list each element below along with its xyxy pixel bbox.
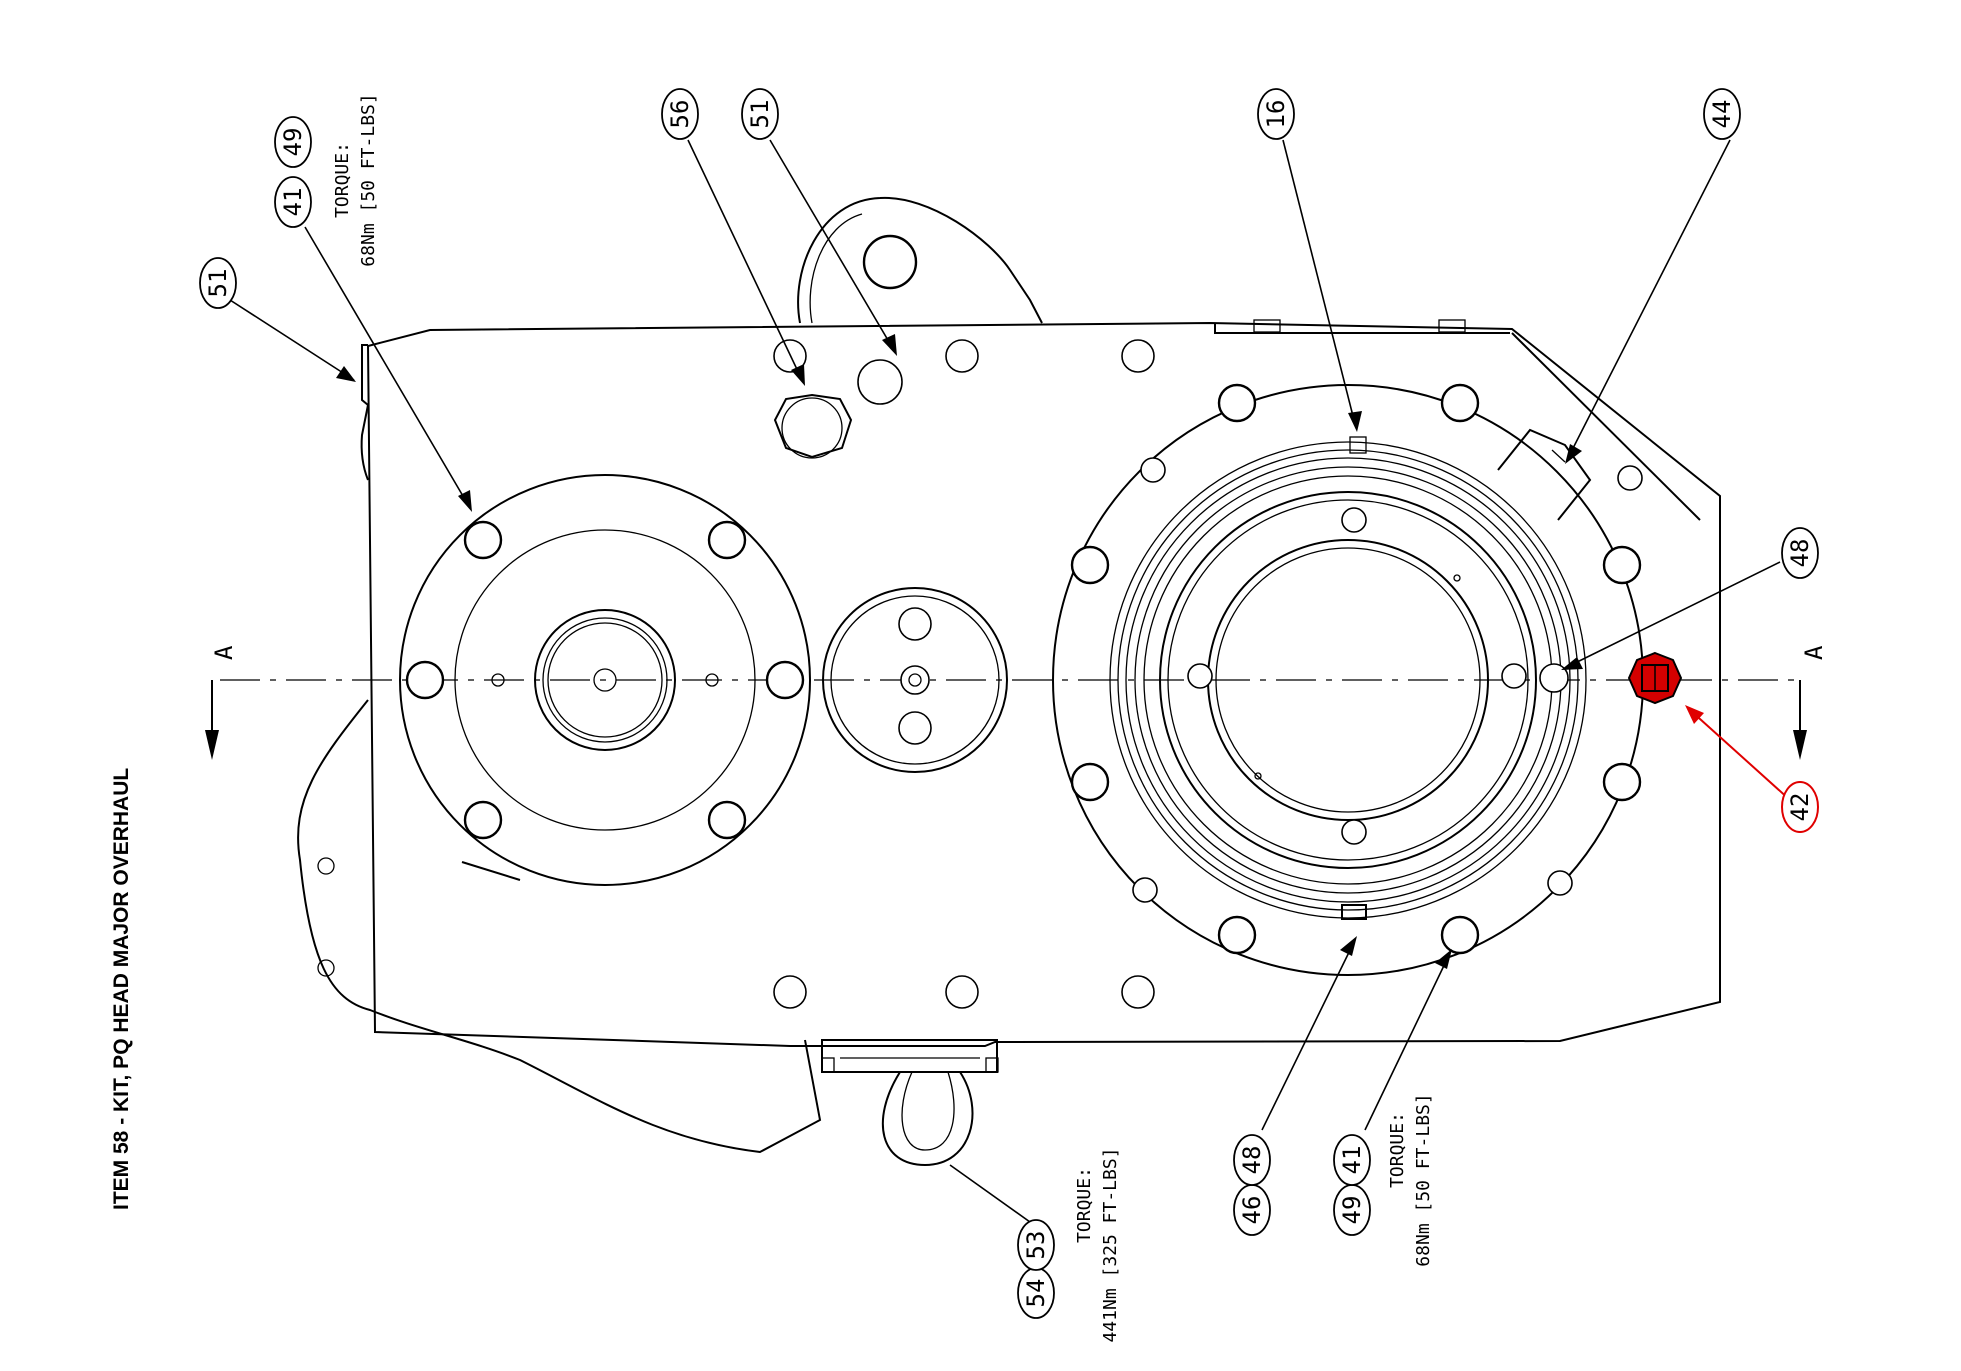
torque-value: 68Nm [50 FT-LBS] bbox=[1413, 1093, 1434, 1266]
callout-56: 56 bbox=[661, 88, 699, 140]
callout-label: 56 bbox=[666, 100, 694, 129]
callout-41: 41 bbox=[274, 176, 312, 228]
callout-label: 42 bbox=[1786, 793, 1814, 822]
section-line: A A bbox=[205, 645, 1828, 760]
torque-note-bottom-right: TORQUE: 68Nm [50 FT-LBS] bbox=[1387, 1093, 1434, 1266]
plug-42-highlight bbox=[1627, 651, 1683, 705]
left-bearing-flange bbox=[399, 474, 811, 886]
callout-53: 53 bbox=[1017, 1219, 1055, 1271]
callout-51-mid: 51 bbox=[741, 88, 779, 140]
callout-label: 49 bbox=[279, 128, 307, 157]
torque-label: TORQUE: bbox=[332, 142, 353, 218]
callout-label: 46 bbox=[1238, 1196, 1266, 1225]
callout-label: 49 bbox=[1338, 1196, 1366, 1225]
section-marker-right: A bbox=[1800, 645, 1828, 660]
callout-label: 16 bbox=[1262, 100, 1290, 129]
top-bosses bbox=[773, 234, 1155, 1009]
torque-note-bottom-left: TORQUE: 441Nm [325 FT-LBS] bbox=[1074, 1147, 1121, 1342]
callout-label: 41 bbox=[279, 188, 307, 217]
callout-label: 51 bbox=[204, 269, 232, 298]
middle-gear bbox=[822, 587, 1008, 773]
callout-16: 16 bbox=[1257, 88, 1295, 140]
callout-54: 54 bbox=[1017, 1267, 1055, 1319]
torque-value: 441Nm [325 FT-LBS] bbox=[1100, 1147, 1121, 1342]
callout-49: 49 bbox=[274, 116, 312, 168]
callout-49-bottom: 49 bbox=[1333, 1184, 1371, 1236]
callout-label: 53 bbox=[1022, 1231, 1050, 1260]
callout-label: 48 bbox=[1238, 1146, 1266, 1175]
callout-46: 46 bbox=[1233, 1184, 1271, 1236]
callout-42: 42 bbox=[1781, 781, 1819, 833]
callout-48-right: 48 bbox=[1781, 527, 1819, 579]
callout-label: 54 bbox=[1022, 1279, 1050, 1308]
lifting-eye bbox=[821, 1039, 999, 1167]
callout-44: 44 bbox=[1703, 88, 1741, 140]
section-marker-left: A bbox=[210, 645, 238, 660]
housing-outline bbox=[297, 196, 1721, 1154]
callout-41-bottom: 41 bbox=[1333, 1134, 1371, 1186]
callout-label: 48 bbox=[1786, 539, 1814, 568]
torque-label: TORQUE: bbox=[1074, 1167, 1095, 1243]
torque-value: 68Nm [50 FT-LBS] bbox=[358, 93, 379, 266]
callout-51-top: 51 bbox=[199, 257, 237, 309]
callout-label: 41 bbox=[1338, 1146, 1366, 1175]
callout-48-bottom: 48 bbox=[1233, 1134, 1271, 1186]
callout-label: 51 bbox=[746, 100, 774, 129]
torque-label: TORQUE: bbox=[1387, 1112, 1408, 1188]
drawing-title: ITEM 58 - KIT, PQ HEAD MAJOR OVERHAUL bbox=[110, 768, 133, 1210]
callout-label: 44 bbox=[1708, 100, 1736, 129]
leader-lines bbox=[229, 139, 1791, 1223]
torque-note-top: TORQUE: 68Nm [50 FT-LBS] bbox=[332, 93, 379, 266]
